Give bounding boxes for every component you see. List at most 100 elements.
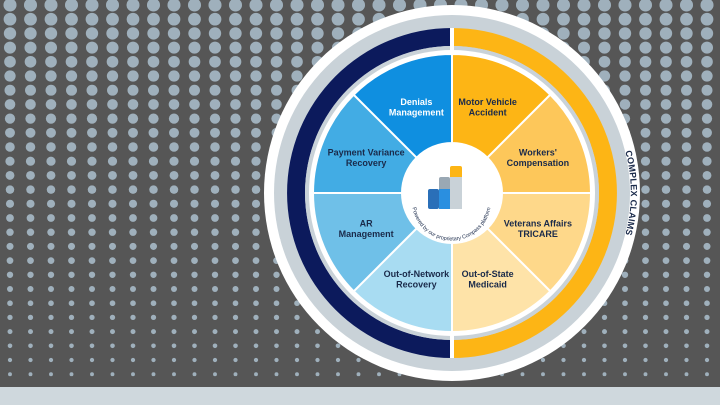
background-dot	[85, 0, 99, 12]
background-dot	[26, 185, 35, 194]
background-dot	[46, 156, 56, 166]
background-dot	[230, 99, 241, 110]
background-dot	[208, 27, 222, 40]
background-dot	[315, 343, 320, 349]
background-dot	[25, 142, 36, 152]
background-dot	[621, 285, 629, 293]
background-dot	[24, 12, 37, 26]
background-dot	[108, 170, 117, 180]
background-dot	[87, 199, 97, 208]
background-dot	[110, 343, 115, 349]
background-dot	[270, 27, 283, 40]
background-dot	[253, 343, 259, 349]
background-dot	[150, 300, 157, 307]
background-dot	[89, 314, 95, 321]
background-dot	[129, 214, 137, 222]
background-dot	[679, 0, 694, 12]
background-dot	[44, 0, 58, 12]
background-dot	[557, 12, 570, 26]
background-dot	[25, 99, 36, 110]
background-dot	[5, 199, 15, 208]
background-dot	[515, 0, 530, 12]
background-dot	[250, 84, 262, 96]
background-dot	[89, 300, 95, 307]
background-dot	[230, 84, 241, 96]
background-dot	[188, 12, 201, 26]
background-dot	[336, 372, 340, 377]
background-dot	[682, 214, 691, 222]
background-dot	[46, 142, 56, 152]
background-dot	[663, 300, 669, 307]
background-dot	[4, 55, 16, 68]
background-dot	[700, 12, 714, 26]
background-dot	[110, 357, 115, 363]
background-dot	[48, 357, 54, 363]
background-dot	[170, 214, 178, 222]
background-dot	[230, 113, 241, 124]
background-dot	[151, 329, 156, 335]
background-dot	[3, 12, 17, 26]
background-dot	[335, 357, 341, 363]
background-dot	[44, 41, 58, 54]
background-dot	[684, 357, 689, 363]
background-dot	[88, 271, 96, 278]
background-dot	[88, 214, 96, 222]
background-dot	[252, 242, 260, 250]
background-dot	[168, 70, 180, 82]
background-dot	[66, 99, 77, 110]
background-dot	[271, 84, 282, 96]
background-dot	[232, 285, 239, 293]
background-dot	[623, 372, 627, 377]
background-dot	[619, 55, 631, 68]
background-dot	[683, 257, 690, 264]
background-dot	[8, 372, 12, 377]
background-dot	[251, 199, 261, 208]
background-dot	[46, 185, 56, 194]
background-dot	[664, 372, 668, 377]
background-dot	[108, 242, 117, 250]
background-dot	[66, 84, 77, 96]
background-dot	[597, 0, 612, 12]
background-dot	[126, 41, 140, 54]
background-dot	[294, 357, 300, 363]
background-dot	[48, 314, 54, 321]
background-dot	[231, 199, 240, 208]
background-dot	[147, 70, 160, 82]
background-dot	[622, 343, 628, 349]
background-dot	[25, 127, 36, 138]
segment-label-line: TRICARE	[518, 229, 558, 239]
background-dot	[642, 271, 649, 278]
background-dot	[48, 300, 54, 307]
segment-label-line: Compensation	[507, 158, 570, 168]
background-dot	[582, 372, 586, 377]
background-dot	[701, 55, 713, 68]
background-dot	[252, 271, 260, 278]
background-dot	[274, 329, 279, 335]
background-dot	[662, 257, 670, 264]
background-dot	[233, 372, 238, 377]
background-dot	[291, 55, 303, 68]
background-dot	[85, 41, 99, 54]
background-dot	[6, 242, 14, 250]
background-dot	[67, 228, 76, 236]
background-dot	[270, 41, 283, 54]
background-dot	[211, 285, 219, 293]
background-dot	[661, 185, 671, 194]
background-dot	[229, 12, 242, 26]
background-dot	[67, 199, 76, 208]
background-dot	[270, 55, 283, 68]
background-dot	[270, 70, 283, 82]
background-dot	[638, 0, 653, 12]
background-dot	[171, 300, 177, 307]
background-dot	[231, 228, 240, 236]
background-dot	[86, 99, 98, 110]
background-dot	[172, 372, 176, 377]
background-dot	[681, 127, 692, 138]
background-dot	[191, 257, 198, 264]
background-dot	[310, 0, 325, 12]
background-dot	[128, 156, 138, 166]
background-dot	[189, 99, 200, 110]
background-dot	[663, 343, 669, 349]
background-dot	[128, 142, 138, 152]
